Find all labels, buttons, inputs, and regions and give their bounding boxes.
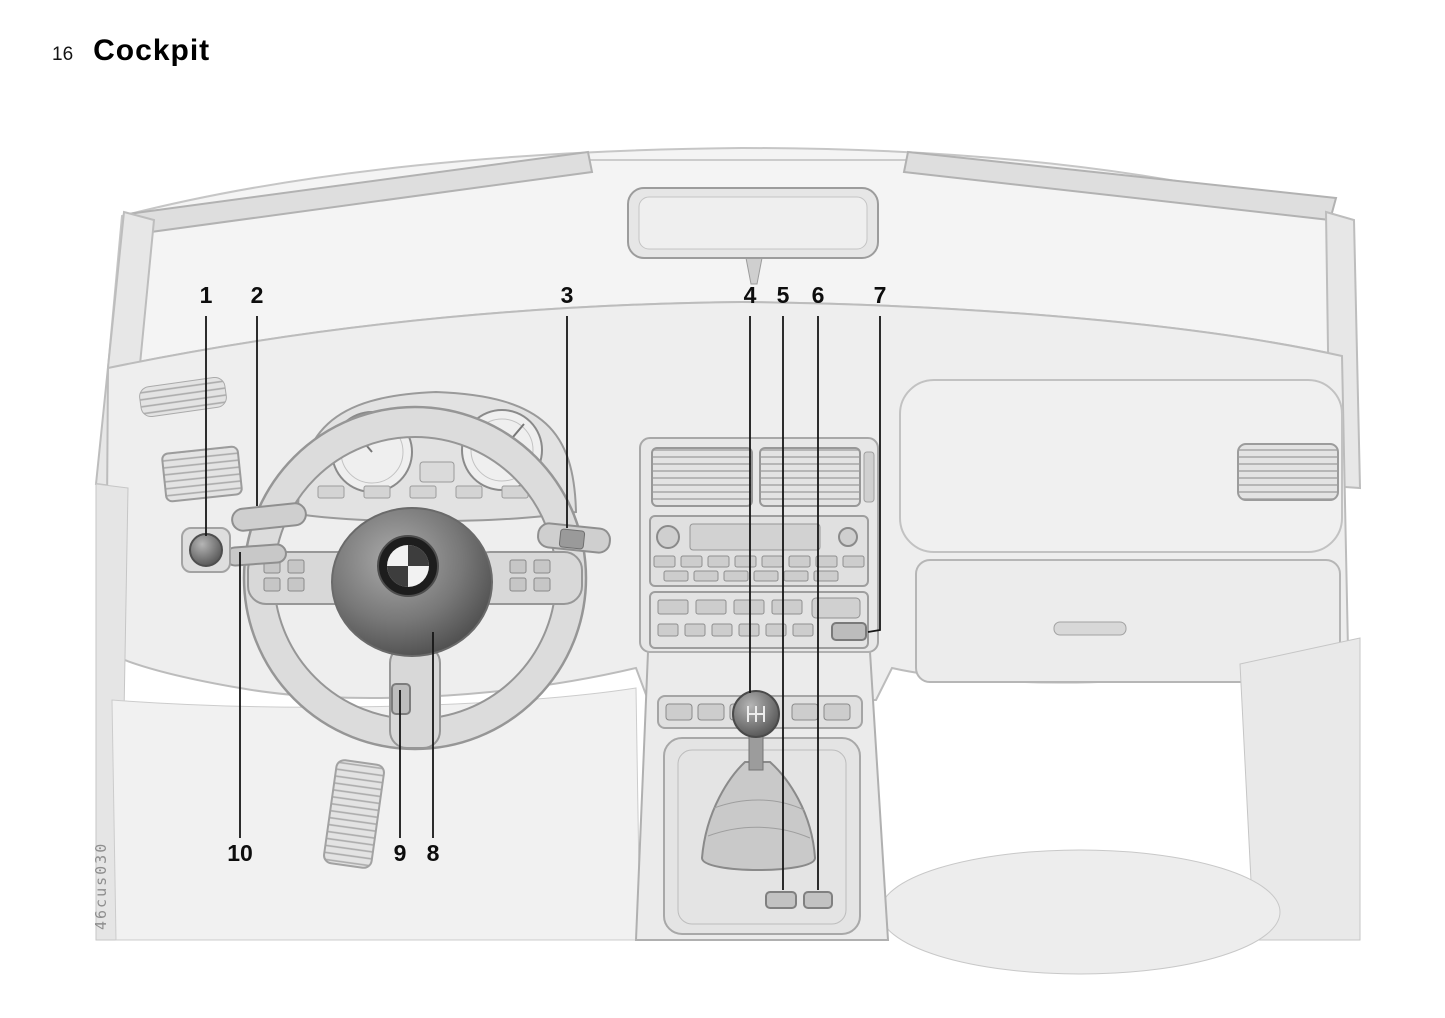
page-title: Cockpit xyxy=(93,34,211,67)
passenger-dashboard xyxy=(899,379,1343,553)
gearshift xyxy=(700,690,817,871)
accelerator-pedal xyxy=(323,759,385,869)
rearview-mirror xyxy=(627,187,879,285)
door-panel-right xyxy=(1239,637,1361,941)
center-air-vents xyxy=(651,447,875,507)
column-switch xyxy=(391,683,411,715)
headlight-switch xyxy=(181,527,231,573)
console-switch-right xyxy=(803,891,833,909)
passenger-seat xyxy=(879,849,1281,975)
page-header: 16 Cockpit xyxy=(52,34,210,68)
callout-4: 4 xyxy=(743,282,757,308)
multifunction-buttons-right xyxy=(509,559,551,592)
callout-1: 1 xyxy=(199,282,213,308)
steering-wheel xyxy=(242,405,588,751)
column-adjust-lever xyxy=(225,543,287,567)
left-air-vent xyxy=(161,445,243,503)
callout-5: 5 xyxy=(776,282,790,308)
page-number: 16 xyxy=(52,44,74,65)
callout-6: 6 xyxy=(811,282,825,308)
gearshift-boot xyxy=(700,761,817,871)
callout-7: 7 xyxy=(873,282,887,308)
callout-leader-lines xyxy=(205,316,881,890)
callout-10: 10 xyxy=(227,840,253,866)
wiper-stalk xyxy=(537,522,611,554)
callout-9: 9 xyxy=(393,840,407,866)
callout-3: 3 xyxy=(560,282,574,308)
center-stack xyxy=(639,437,879,653)
figure-code: 46cus030 xyxy=(92,841,110,930)
turn-signal-stalk xyxy=(231,502,307,532)
glove-box-handle xyxy=(1053,621,1127,636)
callout-8: 8 xyxy=(426,840,440,866)
callout-2: 2 xyxy=(250,282,264,308)
bmw-roundel-icon xyxy=(377,535,439,597)
dash-speaker-grille-left xyxy=(139,376,227,418)
glove-box xyxy=(915,559,1341,683)
console-switch-left xyxy=(765,891,797,909)
radio-unit xyxy=(649,515,869,587)
hazard-switch xyxy=(831,622,867,641)
climate-controls xyxy=(649,591,869,649)
right-air-vent xyxy=(1237,443,1339,501)
